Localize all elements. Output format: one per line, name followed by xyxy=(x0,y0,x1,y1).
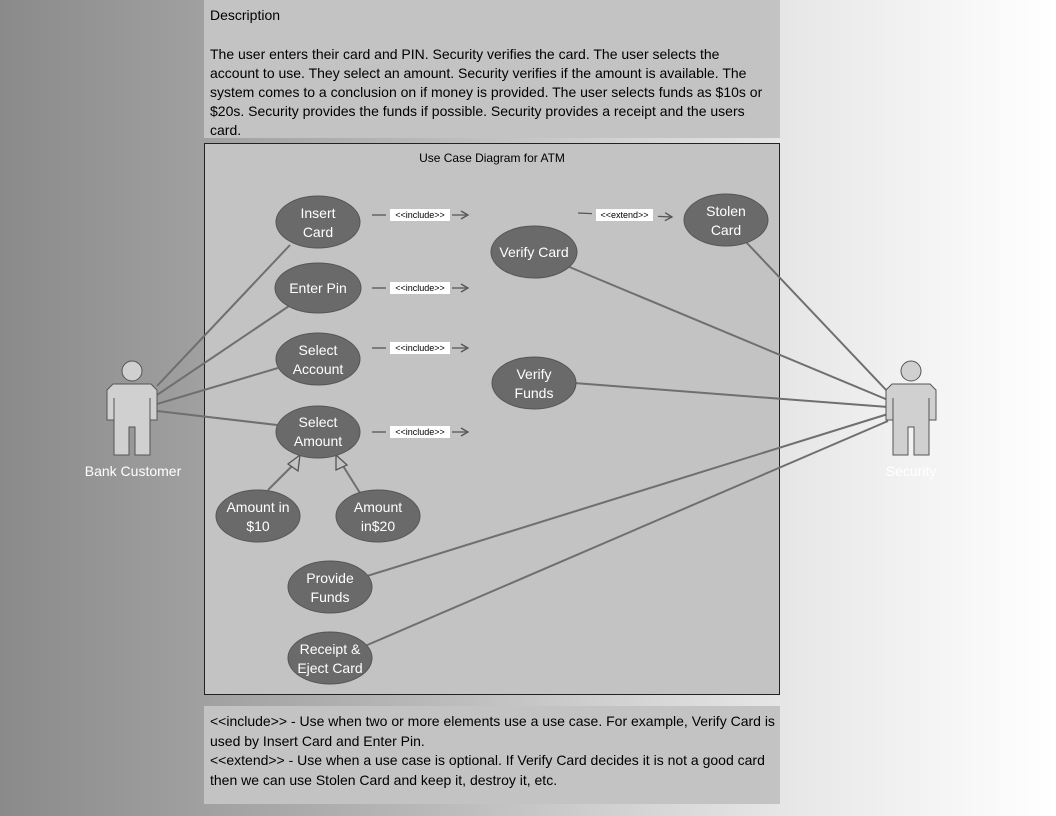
svg-text:Insert: Insert xyxy=(300,205,335,221)
svg-text:Amount in: Amount in xyxy=(226,499,289,515)
svg-text:$10: $10 xyxy=(246,518,270,534)
actor-security: Security xyxy=(885,360,937,479)
assoc-customer-insert-card xyxy=(156,244,291,387)
include-label: <<include>> xyxy=(395,343,445,353)
security-associations xyxy=(364,241,889,647)
svg-text:Receipt &: Receipt & xyxy=(300,641,361,657)
actor-label-security: Security xyxy=(886,463,937,479)
svg-text:Card: Card xyxy=(303,224,333,240)
extend-label-box xyxy=(596,209,653,221)
include-label-box xyxy=(390,342,450,354)
notes-body: <<include>> - Use when two or more eleme… xyxy=(210,712,776,790)
use-case-amount-20: Amount in$20 xyxy=(335,489,421,543)
generalizations xyxy=(267,453,361,494)
assoc-security-verify-card xyxy=(566,265,889,401)
svg-text:Account: Account xyxy=(293,361,344,377)
assoc-security-receipt-eject xyxy=(364,420,889,647)
svg-text:Provide: Provide xyxy=(306,570,354,586)
svg-text:Verify: Verify xyxy=(516,366,551,382)
include-label-box xyxy=(390,209,450,221)
svg-text:in$20: in$20 xyxy=(361,518,395,534)
assoc-security-verify-funds xyxy=(573,382,889,408)
include-label: <<include>> xyxy=(395,283,445,293)
svg-text:Funds: Funds xyxy=(311,589,350,605)
generalization-arrowhead-amount-10 xyxy=(286,453,301,473)
assoc-security-provide-funds xyxy=(366,413,889,577)
svg-text:Card: Card xyxy=(711,222,741,238)
use-case-stolen-card: Stolen Card xyxy=(683,193,769,247)
actor-label-bank-customer: Bank Customer xyxy=(85,463,182,479)
use-case-provide-funds: Provide Funds xyxy=(287,560,373,614)
use-case-select-account: Select Account xyxy=(275,332,361,386)
assoc-customer-enter-pin xyxy=(156,303,293,396)
description-heading: Description xyxy=(210,7,281,23)
svg-text:Amount: Amount xyxy=(294,433,342,449)
description-body: The user enters their card and PIN. Secu… xyxy=(210,46,763,138)
use-case-amount-10: Amount in $10 xyxy=(215,489,301,543)
use-case-enter-pin: Enter Pin xyxy=(274,262,362,314)
svg-text:Enter Pin: Enter Pin xyxy=(289,280,347,296)
include-label-box xyxy=(390,282,450,294)
notes-panel: <<include>> - Use when two or more eleme… xyxy=(204,706,780,804)
svg-text:Stolen: Stolen xyxy=(706,203,746,219)
assoc-customer-select-amount xyxy=(156,410,278,426)
include-label-box xyxy=(390,426,450,438)
assoc-customer-select-account xyxy=(156,367,279,405)
include-note: <<include>> - Use when two or more eleme… xyxy=(210,713,775,749)
generalization-arrowhead-amount-20 xyxy=(335,453,349,472)
include-label: <<include>> xyxy=(395,210,445,220)
svg-text:Verify Card: Verify Card xyxy=(499,244,568,260)
use-case-receipt-eject-card: Receipt & Eject Card xyxy=(287,631,373,685)
customer-associations xyxy=(156,244,293,426)
stereotype-labels: <<include>> <<include>> <<include>> <<in… xyxy=(390,209,653,438)
person-icon xyxy=(885,360,937,456)
actor-bank-customer: Bank Customer xyxy=(85,360,182,479)
description-panel: Description The user enters their card a… xyxy=(204,0,780,138)
use-case-insert-card: Insert Card xyxy=(275,195,361,249)
extend-note: <<extend>> - Use when a use case is opti… xyxy=(210,752,765,788)
include-label: <<include>> xyxy=(395,427,445,437)
diagram-title: Use Case Diagram for ATM xyxy=(419,151,565,165)
use-case-verify-card: Verify Card xyxy=(490,225,578,279)
person-icon xyxy=(106,360,158,456)
svg-text:Amount: Amount xyxy=(354,499,402,515)
use-case-verify-funds: Verify Funds xyxy=(491,356,577,410)
svg-text:Eject Card: Eject Card xyxy=(297,660,362,676)
svg-text:Funds: Funds xyxy=(515,385,554,401)
use-case-select-amount: Select Amount xyxy=(275,405,361,459)
svg-text:Select: Select xyxy=(299,414,338,430)
extend-label: <<extend>> xyxy=(600,210,648,220)
assoc-security-stolen-card xyxy=(745,241,889,393)
svg-text:Select: Select xyxy=(299,342,338,358)
